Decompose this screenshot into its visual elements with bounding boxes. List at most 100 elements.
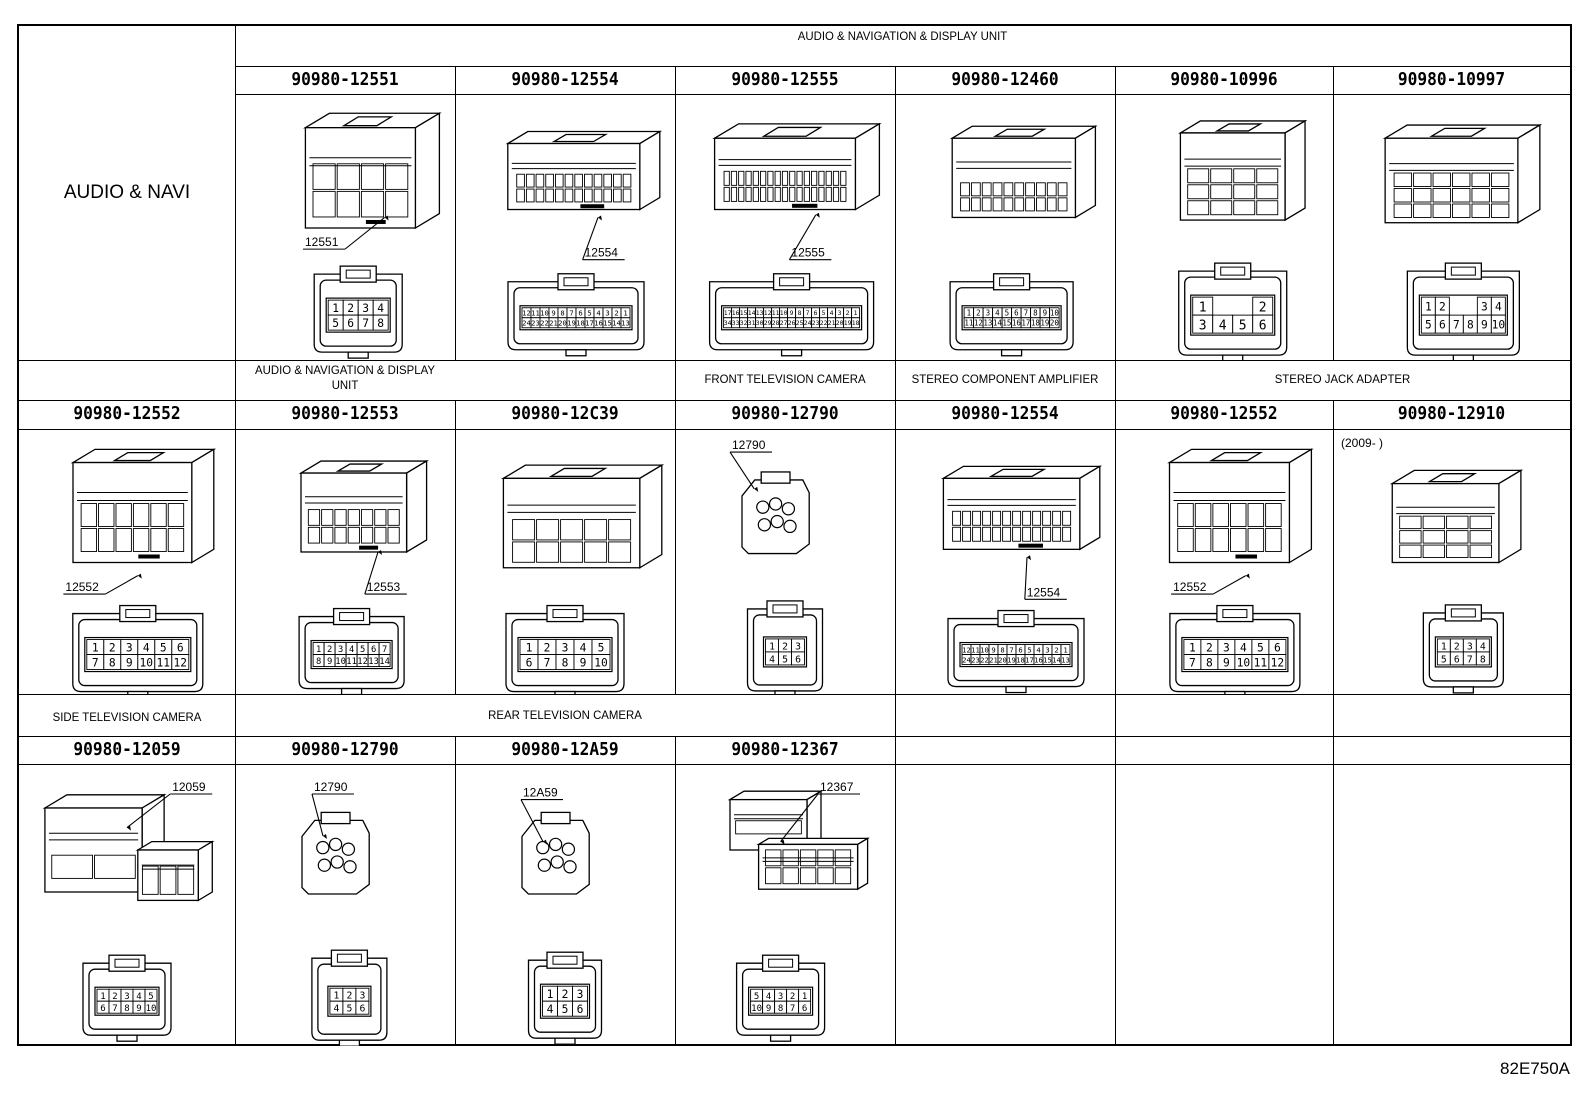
pin-number: 19 [844, 319, 852, 327]
pin-number: 14 [379, 657, 390, 667]
pin-number: 12 [174, 657, 188, 670]
pin-number: 7 [382, 645, 387, 655]
pin-number: 13 [756, 309, 764, 317]
drawing-code: 82E750A [1500, 1059, 1570, 1078]
pin-number: 6 [359, 1004, 365, 1015]
pin-number: 20 [836, 319, 844, 327]
pin-number: 3 [986, 309, 991, 318]
pin-number: 20 [1050, 319, 1060, 328]
pin-number: 7 [806, 309, 810, 317]
pin-number: 8 [1033, 309, 1038, 318]
part-number: 90980-12790 [291, 739, 399, 760]
pin-number: 9 [1223, 657, 1230, 670]
pin-number: 3 [1199, 319, 1207, 334]
connector-body [741, 471, 810, 555]
pin-number: 2 [562, 988, 569, 1001]
pin-number: 10 [594, 657, 608, 670]
pin-number: 10 [780, 309, 788, 317]
pin-number: 6 [177, 642, 184, 655]
pin-number: 17 [1025, 655, 1034, 664]
pin-number: 9 [126, 657, 133, 670]
pin-number: 19 [567, 318, 576, 327]
pin-number: 11 [1254, 657, 1268, 670]
part-number: 90980-12552 [1170, 403, 1278, 424]
pin-number: 2 [1439, 300, 1446, 313]
pin-number: 3 [778, 992, 783, 1002]
pin-number: 6 [1454, 654, 1460, 665]
pin-number: 8 [1206, 657, 1213, 670]
pin-number: 13 [1061, 655, 1070, 664]
pin-number: 12 [1271, 657, 1285, 670]
part-number: 90980-12551 [291, 69, 399, 90]
callout: 12555 [788, 212, 832, 261]
callout-label: 12552 [1173, 580, 1207, 594]
pin-number: 17 [585, 318, 594, 327]
pin-number: 16 [594, 318, 603, 327]
pin-number: 23 [531, 318, 540, 327]
connector-body [505, 130, 663, 211]
section-header-side-tv-camera: SIDE TELEVISION CAMERA [52, 710, 202, 724]
section-header-stereo-amplifier: STEREO COMPONENT AMPLIFIER [911, 372, 1099, 386]
pin-number: 4 [136, 992, 141, 1002]
pin-number: 4 [1219, 319, 1227, 334]
pin-number: 9 [1043, 309, 1048, 318]
pin-number: 1 [526, 642, 533, 655]
row-title: AUDIO & NAVI [63, 182, 191, 203]
pin-number: 5 [1257, 642, 1264, 655]
pin-number: 3 [126, 642, 133, 655]
pin-number: 5 [598, 642, 605, 655]
connector-body [712, 122, 882, 211]
section-header-stereo-jack-adapter: STEREO JACK ADAPTER [1274, 372, 1411, 386]
pin-number: 3 [1045, 645, 1049, 654]
pin-number: 4 [377, 302, 384, 315]
pin-number: 5 [148, 992, 153, 1002]
part-number: 90980-12552 [73, 403, 181, 424]
pin-number: 6 [814, 309, 818, 317]
pin-number: 12 [974, 319, 983, 328]
connector-body [135, 840, 215, 902]
pin-number: 6 [1018, 645, 1022, 654]
pin-number: 9 [991, 645, 995, 654]
pin-number: 2 [846, 309, 850, 317]
pin-number: 1 [1425, 300, 1432, 313]
pin-number: 8 [377, 317, 384, 330]
pin-number: 5 [1005, 309, 1010, 318]
pin-number: 11 [531, 308, 540, 317]
pin-number: 21 [549, 318, 558, 327]
pin-number: 1 [1063, 645, 1067, 654]
pin-number: 1 [1199, 301, 1207, 316]
pin-number: 4 [143, 642, 150, 655]
pin-number: 7 [1024, 309, 1029, 318]
pin-number: 3 [338, 645, 343, 655]
pin-number: 12 [962, 645, 971, 654]
pin-number: 1 [1441, 641, 1447, 652]
pin-number: 27 [780, 319, 788, 327]
pin-number: 10 [335, 657, 346, 667]
part-number: 90980-12554 [951, 403, 1059, 424]
callout: 12554 [1024, 555, 1067, 600]
pin-number: 6 [100, 1004, 105, 1014]
part-number: 90980-12555 [731, 69, 839, 90]
pin-number: 2 [782, 641, 788, 652]
pin-number: 2 [614, 308, 618, 317]
pin-number: 29 [764, 319, 772, 327]
pin-number: 5 [754, 992, 759, 1002]
pin-number: 9 [327, 657, 332, 667]
pin-number: 7 [1467, 654, 1473, 665]
pin-number: 5 [160, 642, 167, 655]
pin-number: 3 [795, 641, 801, 652]
